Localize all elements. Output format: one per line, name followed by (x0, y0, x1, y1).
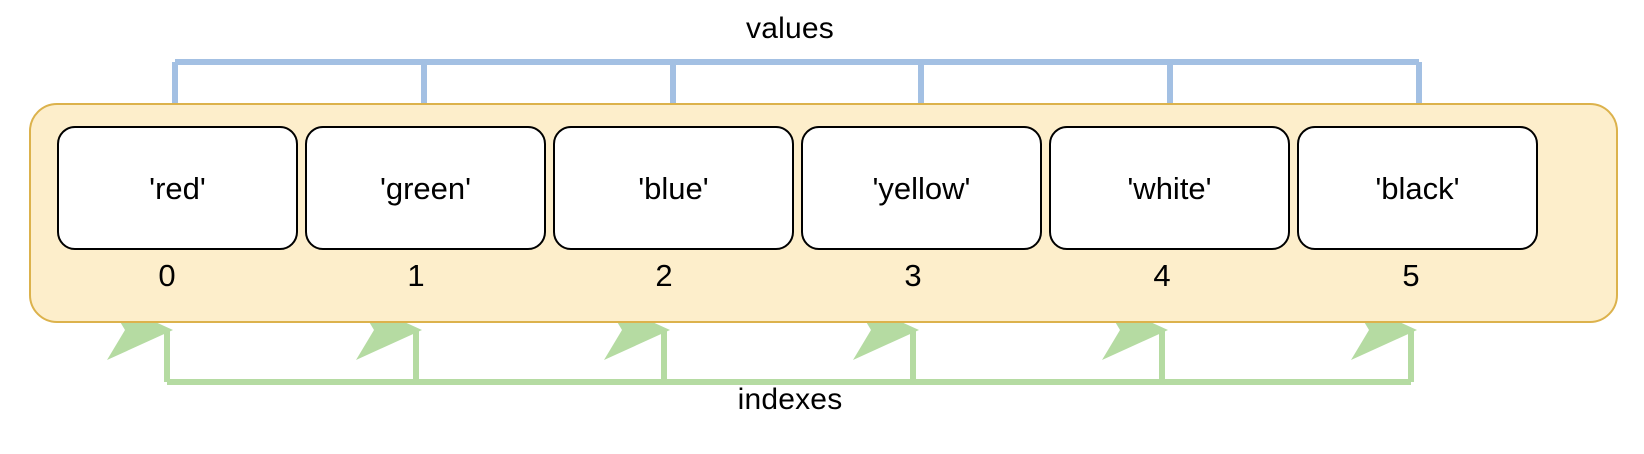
values-label: values (746, 12, 834, 45)
array-cell-3[interactable]: 'yellow' (801, 126, 1042, 250)
array-cell-value: 'black' (1375, 170, 1460, 206)
array-index-3: 3 (904, 258, 922, 293)
indexes-connectors (107, 300, 1417, 385)
array-index-4: 4 (1153, 258, 1171, 293)
array-cell-2[interactable]: 'blue' (553, 126, 794, 250)
array-cell-value: 'blue' (638, 170, 709, 206)
array-cell-value: 'red' (149, 170, 206, 206)
array-cell-0[interactable]: 'red' (57, 126, 298, 250)
indexes-label: indexes (737, 383, 843, 416)
array-cell-1[interactable]: 'green' (305, 126, 546, 250)
array-index-5: 5 (1402, 258, 1420, 293)
array-index-1: 1 (407, 258, 425, 293)
array-index-2: 2 (655, 258, 673, 293)
array-cell-5[interactable]: 'black' (1297, 126, 1538, 250)
array-cell-value: 'white' (1127, 170, 1212, 206)
array-cell-4[interactable]: 'white' (1049, 126, 1290, 250)
array-cell-value: 'green' (379, 170, 472, 206)
array-index-0: 0 (158, 258, 176, 293)
array-cell-value: 'yellow' (872, 170, 971, 206)
